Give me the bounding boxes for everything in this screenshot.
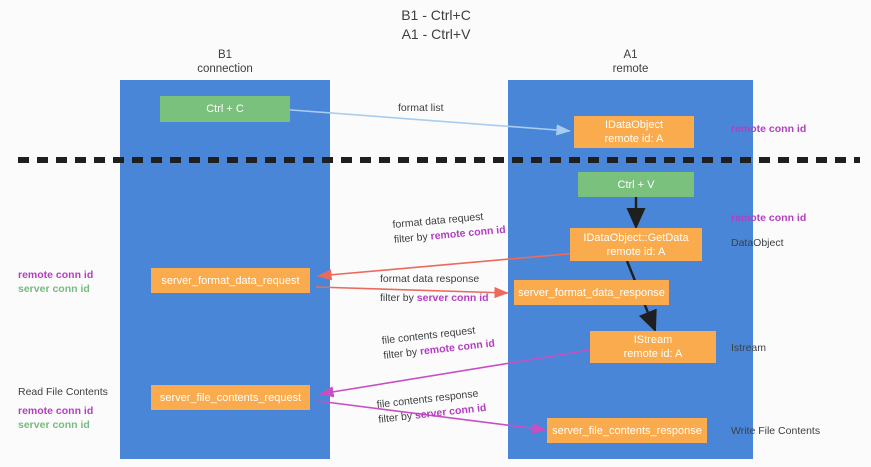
side-note-remote-conn-id: remote conn id	[18, 269, 94, 281]
side-note-istream: Istream	[731, 341, 766, 355]
filter-by-text: filter by	[382, 345, 421, 362]
node-idataobject[interactable]: IDataObject remote id: A	[574, 116, 694, 148]
node-ctrl-c[interactable]: Ctrl + C	[160, 96, 290, 122]
node-server-file-contents-request[interactable]: server_file_contents_request	[151, 385, 310, 410]
node-ctrl-v[interactable]: Ctrl + V	[578, 172, 694, 197]
node-istream[interactable]: IStream remote id: A	[590, 331, 716, 363]
side-note-server-conn-id: server conn id	[18, 283, 90, 295]
edge-label-format-list-line1: format list	[398, 102, 444, 114]
page-title: B1 - Ctrl+C A1 - Ctrl+V	[401, 7, 471, 42]
lane-title-a1: A1 remote	[612, 49, 649, 75]
filter-by-text: filter by	[393, 230, 432, 246]
side-note-server-conn-id: server conn id	[18, 419, 90, 431]
side-note-text: Write File Contents	[731, 425, 821, 437]
side-note-dataobject: DataObject	[731, 236, 784, 250]
side-note-write-file-contents: Write File Contents	[731, 424, 820, 438]
lane-title-b1: B1 connection	[197, 49, 253, 75]
side-note-remote-conn-id-top: remote conn id	[731, 122, 806, 136]
filter-by-text: filter by	[380, 292, 417, 304]
side-note-remote-conn-id: remote conn id	[18, 405, 94, 417]
side-note-remote-conn-id-mid: remote conn id	[731, 211, 806, 225]
edge-label-format-data-response-line1: format data response	[380, 273, 480, 285]
edge-label-format-data-request: format data request filter by remote con…	[392, 208, 506, 248]
side-note-text: Istream	[731, 342, 767, 354]
side-note-text: remote conn id	[731, 123, 807, 135]
edge-label-format-data-response-line2: filter by server conn id	[380, 291, 489, 306]
side-note-conn-ids: remote conn id server conn id	[18, 268, 93, 296]
key-server-conn-id: server conn id	[416, 292, 489, 304]
edge-label-format-data-response: format data response filter by server co…	[380, 272, 489, 306]
side-note-text: DataObject	[731, 237, 784, 249]
node-server-format-data-response[interactable]: server_format_data_response	[514, 280, 669, 305]
edge-label-format-list: format list	[398, 101, 444, 116]
node-idataobject-getdata[interactable]: IDataObject::GetData remote id: A	[570, 228, 702, 261]
node-server-format-data-request[interactable]: server_format_data_request	[151, 268, 310, 293]
edge-label-file-contents-request: file contents request filter by remote c…	[381, 322, 496, 364]
side-note-text: remote conn id	[731, 212, 807, 224]
node-server-file-contents-response[interactable]: server_file_contents_response	[547, 418, 707, 443]
side-note-read-file-label: Read File Contents	[18, 386, 108, 398]
side-note-read-file-contents: Read File Contents remote conn id server…	[18, 385, 108, 432]
edge-label-file-contents-response: file contents response filter by server …	[376, 386, 487, 428]
filter-by-text: filter by	[377, 409, 416, 426]
